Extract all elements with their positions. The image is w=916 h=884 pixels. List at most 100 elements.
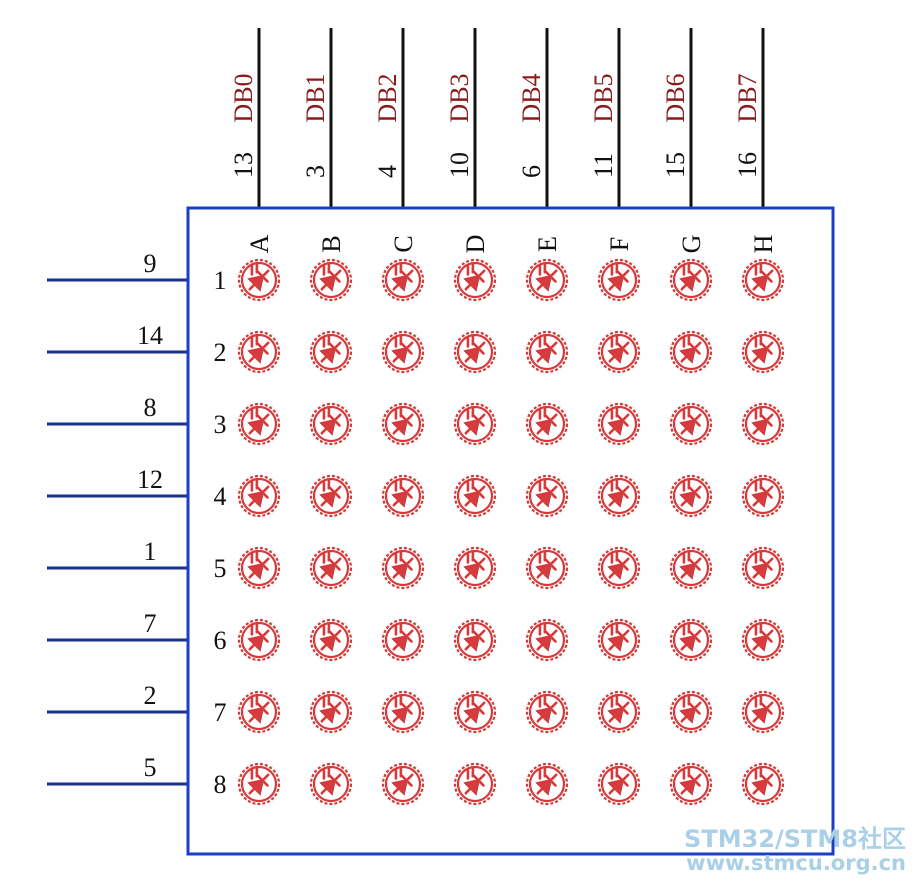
led-diode-icon (237, 546, 281, 590)
led-diode-icon (525, 330, 569, 374)
column-letter: C (389, 235, 418, 252)
row-pin-number: 2 (144, 681, 157, 710)
column-letter: E (533, 236, 562, 252)
led-diode-icon (381, 402, 425, 446)
column-letter: B (317, 235, 346, 252)
led-diode-icon (669, 762, 713, 806)
column-net-label: DB2 (373, 73, 402, 122)
column-net-label: DB5 (589, 73, 618, 122)
row-pin-number: 7 (144, 609, 157, 638)
led-diode-icon (525, 690, 569, 734)
led-diode-icon (309, 402, 353, 446)
led-diode-icon (669, 546, 713, 590)
column-pin-number: 13 (229, 152, 258, 178)
led-diode-icon (669, 474, 713, 518)
led-diode-icon (237, 402, 281, 446)
row-label: 2 (214, 338, 227, 367)
led-diode-icon (453, 762, 497, 806)
led-diode-icon (309, 690, 353, 734)
led-diode-icon (237, 618, 281, 662)
row-pin-number: 9 (144, 249, 157, 278)
matrix-frame (186, 206, 835, 856)
led-diode-icon (597, 618, 641, 662)
row-label: 4 (214, 482, 227, 511)
led-diode-icon (741, 474, 785, 518)
column-pin-number: 3 (301, 165, 330, 178)
led-diode-icon (453, 258, 497, 302)
column-pins: DB013ADB13BDB24CDB310DDB46EDB511FDB615GD… (229, 28, 778, 253)
led-diode-icon (453, 474, 497, 518)
led-diode-icon (237, 330, 281, 374)
column-net-label: DB4 (517, 73, 546, 122)
led-diode-icon (741, 546, 785, 590)
led-diode-icon (237, 690, 281, 734)
led-diode-icon (525, 618, 569, 662)
led-diode-icon (309, 330, 353, 374)
row-pin-number: 14 (137, 321, 163, 350)
led-diode-icon (597, 330, 641, 374)
column-pin-number: 10 (445, 152, 474, 178)
led-diode-icon (309, 618, 353, 662)
led-diode-icon (453, 546, 497, 590)
led-diode-icon (669, 258, 713, 302)
column-net-label: DB3 (445, 73, 474, 122)
led-diode-icon (741, 402, 785, 446)
led-diode-icon (381, 690, 425, 734)
led-diode-icon (741, 618, 785, 662)
row-label: 1 (214, 266, 227, 295)
led-diode-icon (381, 258, 425, 302)
watermark-title: STM32/STM8社区 (684, 825, 906, 853)
led-diode-icon (741, 330, 785, 374)
row-pin-number: 8 (144, 393, 157, 422)
led-diode-icon (453, 402, 497, 446)
led-diode-icon (309, 762, 353, 806)
led-diode-icon (453, 618, 497, 662)
column-letter: G (677, 235, 706, 254)
led-diode-icon (741, 762, 785, 806)
watermark-url: www.stmcu.org.cn (686, 851, 906, 875)
led-diode-icon (669, 330, 713, 374)
led-diode-icon (597, 762, 641, 806)
column-letter: F (605, 237, 634, 251)
led-diode-icon (381, 618, 425, 662)
led-diode-icon (525, 402, 569, 446)
row-label: 7 (214, 698, 227, 727)
led-diode-icon (741, 258, 785, 302)
row-label: 5 (214, 554, 227, 583)
row-pin-number: 5 (144, 753, 157, 782)
led-diode-icon (381, 330, 425, 374)
led-diode-icon (597, 546, 641, 590)
led-diode-icon (669, 402, 713, 446)
column-pin-number: 16 (733, 152, 762, 178)
led-diode-icon (381, 474, 425, 518)
column-net-label: DB0 (229, 73, 258, 122)
column-pin-number: 15 (661, 152, 690, 178)
led-diode-icon (309, 258, 353, 302)
led-diode-icon (669, 618, 713, 662)
led-grid (237, 258, 785, 806)
led-diode-icon (525, 546, 569, 590)
column-letter: H (749, 234, 778, 253)
led-diode-icon (597, 690, 641, 734)
led-diode-icon (237, 474, 281, 518)
column-pin-number: 11 (589, 153, 618, 178)
column-net-label: DB7 (733, 73, 762, 122)
column-pin-number: 4 (373, 165, 402, 178)
led-diode-icon (309, 546, 353, 590)
led-diode-icon (525, 258, 569, 302)
column-net-label: DB1 (301, 73, 330, 122)
led-diode-icon (669, 690, 713, 734)
led-diode-icon (525, 762, 569, 806)
led-diode-icon (237, 258, 281, 302)
row-label: 8 (214, 770, 227, 799)
led-diode-icon (309, 474, 353, 518)
row-label: 6 (214, 626, 227, 655)
led-diode-icon (237, 762, 281, 806)
led-diode-icon (597, 402, 641, 446)
led-diode-icon (381, 762, 425, 806)
row-pin-number: 1 (144, 537, 157, 566)
column-letter: A (245, 234, 274, 253)
led-diode-icon (597, 474, 641, 518)
